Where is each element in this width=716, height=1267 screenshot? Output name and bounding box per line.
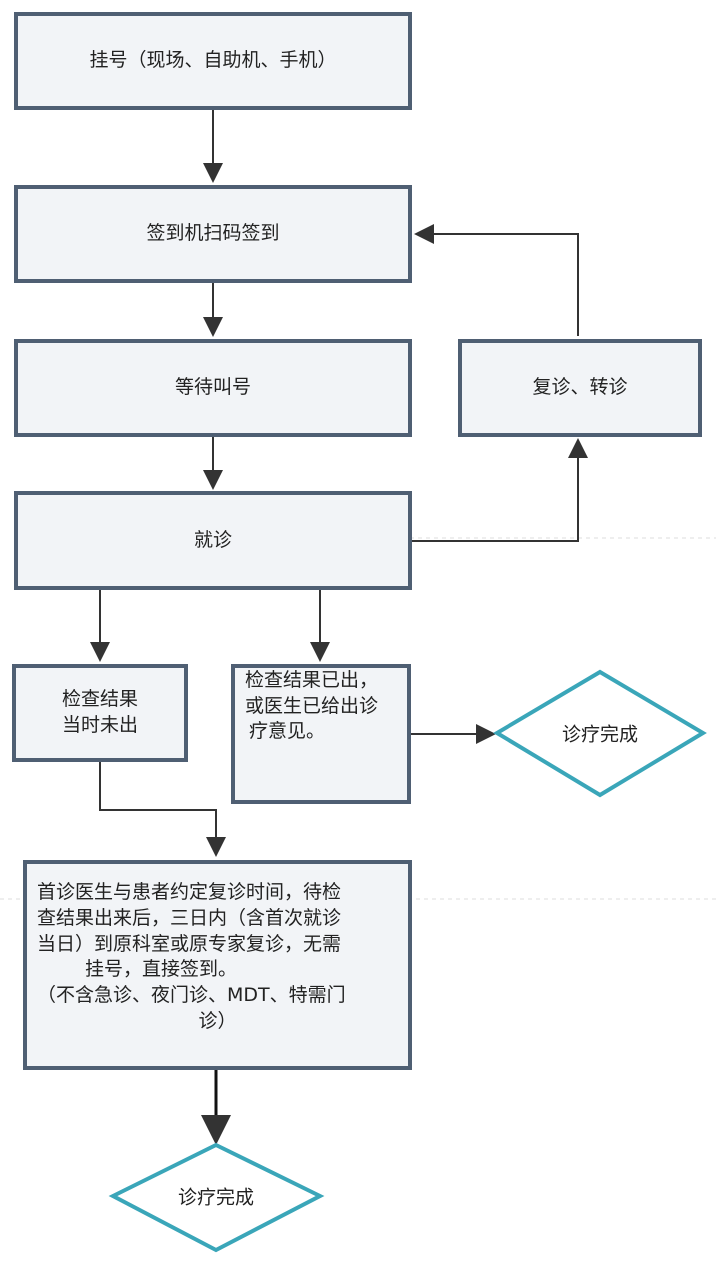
box-revisit-transfer: 复诊、转诊 bbox=[458, 339, 702, 437]
notice-line-1: 首诊医生与患者约定复诊时间，待检 bbox=[37, 881, 342, 903]
done-bottom-label: 诊疗完成 bbox=[177, 1186, 255, 1209]
box-checkin: 签到机扫码签到 bbox=[14, 185, 412, 283]
box-wait: 等待叫号 bbox=[14, 339, 412, 437]
diamond-done-bottom bbox=[108, 1142, 325, 1253]
box-followup-notice: 首诊医生与患者约定复诊时间，待检 查结果出来后，三日内（含首次就诊 当日）到原科… bbox=[23, 860, 412, 1070]
arrow-consult-to-revisit bbox=[410, 438, 588, 542]
notice-line-3: 当日）到原科室或原专家复诊，无需 bbox=[37, 932, 342, 955]
notice-line-5: （不含急诊、夜门诊、MDT、特需门 bbox=[37, 984, 346, 1007]
results-pending-line-1: 检查结果 bbox=[61, 688, 138, 711]
box-register-label: 挂号（现场、自助机、手机） bbox=[89, 49, 337, 72]
diamond-done-right bbox=[493, 669, 707, 798]
box-revisit-transfer-label: 复诊、转诊 bbox=[532, 376, 628, 399]
box-register: 挂号（现场、自助机、手机） bbox=[14, 12, 412, 110]
box-checkin-label: 签到机扫码签到 bbox=[146, 222, 280, 245]
results-out-line-1: 检查结果已出， bbox=[245, 669, 379, 691]
arrow-revisit-to-checkin bbox=[414, 224, 579, 336]
notice-line-2: 查结果出来后，三日内（含首次就诊 bbox=[37, 906, 342, 929]
results-pending-line-2: 当时未出 bbox=[61, 714, 138, 736]
box-consult: 就诊 bbox=[14, 491, 412, 590]
notice-line-4: 挂号，直接签到。 bbox=[85, 958, 238, 981]
results-out-line-3: 疗意见。 bbox=[249, 720, 326, 743]
done-right-label: 诊疗完成 bbox=[561, 723, 639, 746]
notice-line-6: 诊） bbox=[198, 1010, 237, 1033]
box-wait-label: 等待叫号 bbox=[174, 376, 251, 399]
box-results-pending: 检查结果 当时未出 bbox=[12, 664, 188, 762]
box-consult-label: 就诊 bbox=[193, 528, 232, 551]
box-results-out: 检查结果已出， 或医生已给出诊 疗意见。 bbox=[231, 664, 411, 804]
arrow-pending-to-notice bbox=[99, 762, 226, 857]
results-out-line-2: 或医生已给出诊 bbox=[245, 694, 379, 717]
